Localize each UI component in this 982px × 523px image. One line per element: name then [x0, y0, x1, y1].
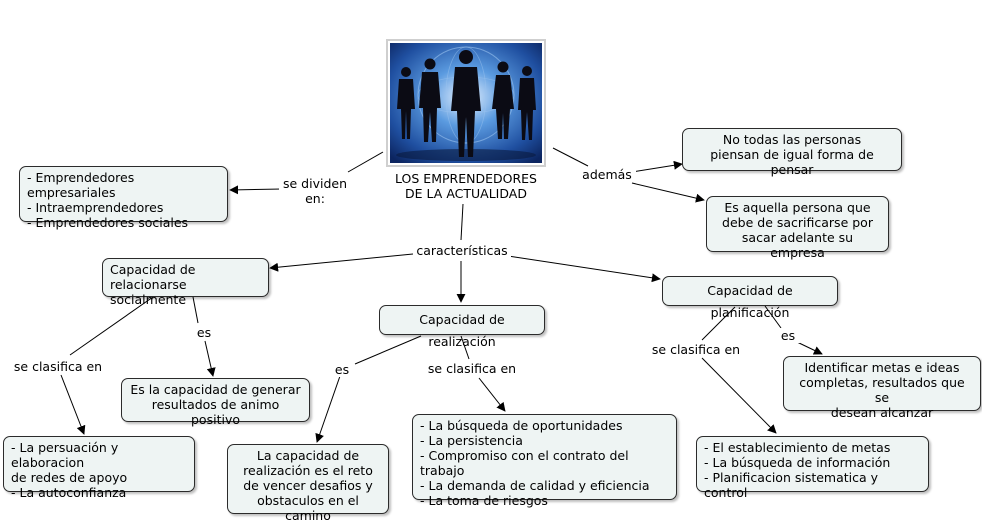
root-concept: LOS EMPRENDEDORES DE LA ACTUALIDAD: [395, 171, 537, 201]
business-people-silhouette-icon: [390, 43, 542, 163]
link-se-clasifica-relacionarse: se clasifica en: [11, 359, 105, 374]
node-identificar-metas: Identificar metas e ideas completas, res…: [783, 356, 981, 420]
edge-ademas-sacrificarse: [631, 182, 705, 203]
link-es-relacionarse: es: [192, 325, 216, 340]
edge-realizacion-es: [354, 335, 422, 365]
node-busqueda-oportunidades: - La búsqueda de oportunidades - La pers…: [412, 414, 677, 508]
edge-es-animo: [204, 340, 216, 377]
link-es-realizacion: es: [330, 362, 354, 377]
edge-se-clasifica-persuacion: [60, 374, 86, 435]
node-capacidad-relacionarse: Capacidad de relacionarse socialmente: [102, 258, 269, 307]
link-se-clasifica-realizacion: se clasifica en: [425, 361, 519, 376]
node-capacidad-realizacion: Capacidad de realización: [379, 305, 545, 349]
node-capacidad-animo: Es la capacidad de generar resultados de…: [121, 378, 310, 427]
node-reto: La capacidad de realización es el reto d…: [227, 444, 389, 523]
edge-es-reto: [315, 375, 341, 443]
edge-se-dividen-tipos: [229, 185, 283, 195]
link-es-planificacion: es: [776, 328, 800, 343]
edge-planificacion-es: [764, 305, 782, 329]
edge-relacionarse-se-clasifica: [69, 296, 154, 356]
link-se-dividen: se dividen en:: [279, 176, 351, 206]
node-tipos-emprendedores: - Emprendedores empresariales - Intraemp…: [19, 166, 228, 230]
link-caracteristicas: características: [413, 243, 511, 258]
node-sacrificarse: Es aquella persona que debe de sacrifica…: [706, 196, 889, 260]
node-persuacion: - La persuación y elaboracion de redes d…: [3, 436, 195, 500]
edge-se-clasifica-establecimiento: [701, 357, 777, 434]
edge-planificacion-se-clasifica: [701, 306, 736, 341]
edge-root-se-dividen: [347, 151, 384, 173]
edge-relacionarse-es: [192, 296, 199, 324]
link-se-clasifica-planificacion: se clasifica en: [649, 342, 743, 357]
edge-root-ademas: [552, 147, 589, 167]
edge-realizacion-se-clasifica: [460, 335, 470, 360]
edge-se-clasifica-oportunidades: [478, 377, 506, 412]
link-ademas: además: [578, 167, 636, 182]
edge-caract-relacionarse: [269, 253, 414, 272]
node-capacidad-planificacion: Capacidad de planificación: [662, 276, 838, 320]
edge-es-metas: [796, 341, 823, 355]
node-no-todas-personas: No todas las personas piensan de igual f…: [682, 128, 902, 177]
business-people-image: [386, 39, 546, 167]
node-establecimiento-metas: - El establecimiento de metas - La búsqu…: [696, 436, 929, 500]
edge-ademas-no-todas: [631, 160, 683, 173]
edge-root-caracteristicas: [460, 203, 464, 241]
edge-caract-planificacion: [507, 255, 661, 283]
